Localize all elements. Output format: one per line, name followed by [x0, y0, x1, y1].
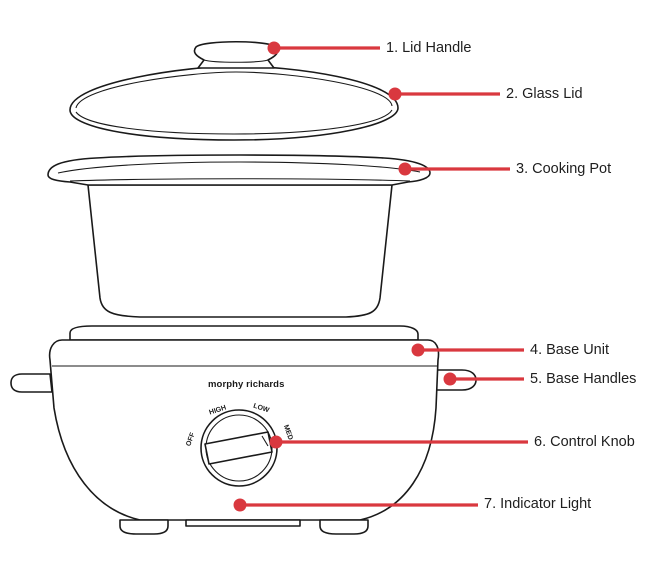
control-knob	[200, 409, 278, 487]
label-base-handles: 5. Base Handles	[530, 371, 637, 387]
label-indicator-light: 7. Indicator Light	[484, 496, 592, 512]
cooking-pot	[47, 154, 431, 318]
leader-dot-5	[443, 372, 457, 386]
leader-dot-2	[388, 87, 402, 101]
brand-logo: morphy richards	[208, 379, 285, 390]
leader-dot-4	[411, 343, 425, 357]
label-control-knob: 6. Control Knob	[534, 434, 635, 450]
label-glass-lid: 2. Glass Lid	[506, 86, 583, 102]
leader-dot-1	[267, 41, 281, 55]
label-base-unit: 4. Base Unit	[530, 342, 609, 358]
leader-dot-6	[269, 435, 283, 449]
label-cooking-pot: 3. Cooking Pot	[516, 161, 612, 177]
leader-dot-7	[233, 498, 247, 512]
glass-lid	[69, 65, 399, 141]
leader-dot-3	[398, 162, 412, 176]
leader-lines	[233, 41, 528, 512]
label-lid-handle: 1. Lid Handle	[386, 40, 472, 56]
lid-handle	[193, 40, 279, 69]
